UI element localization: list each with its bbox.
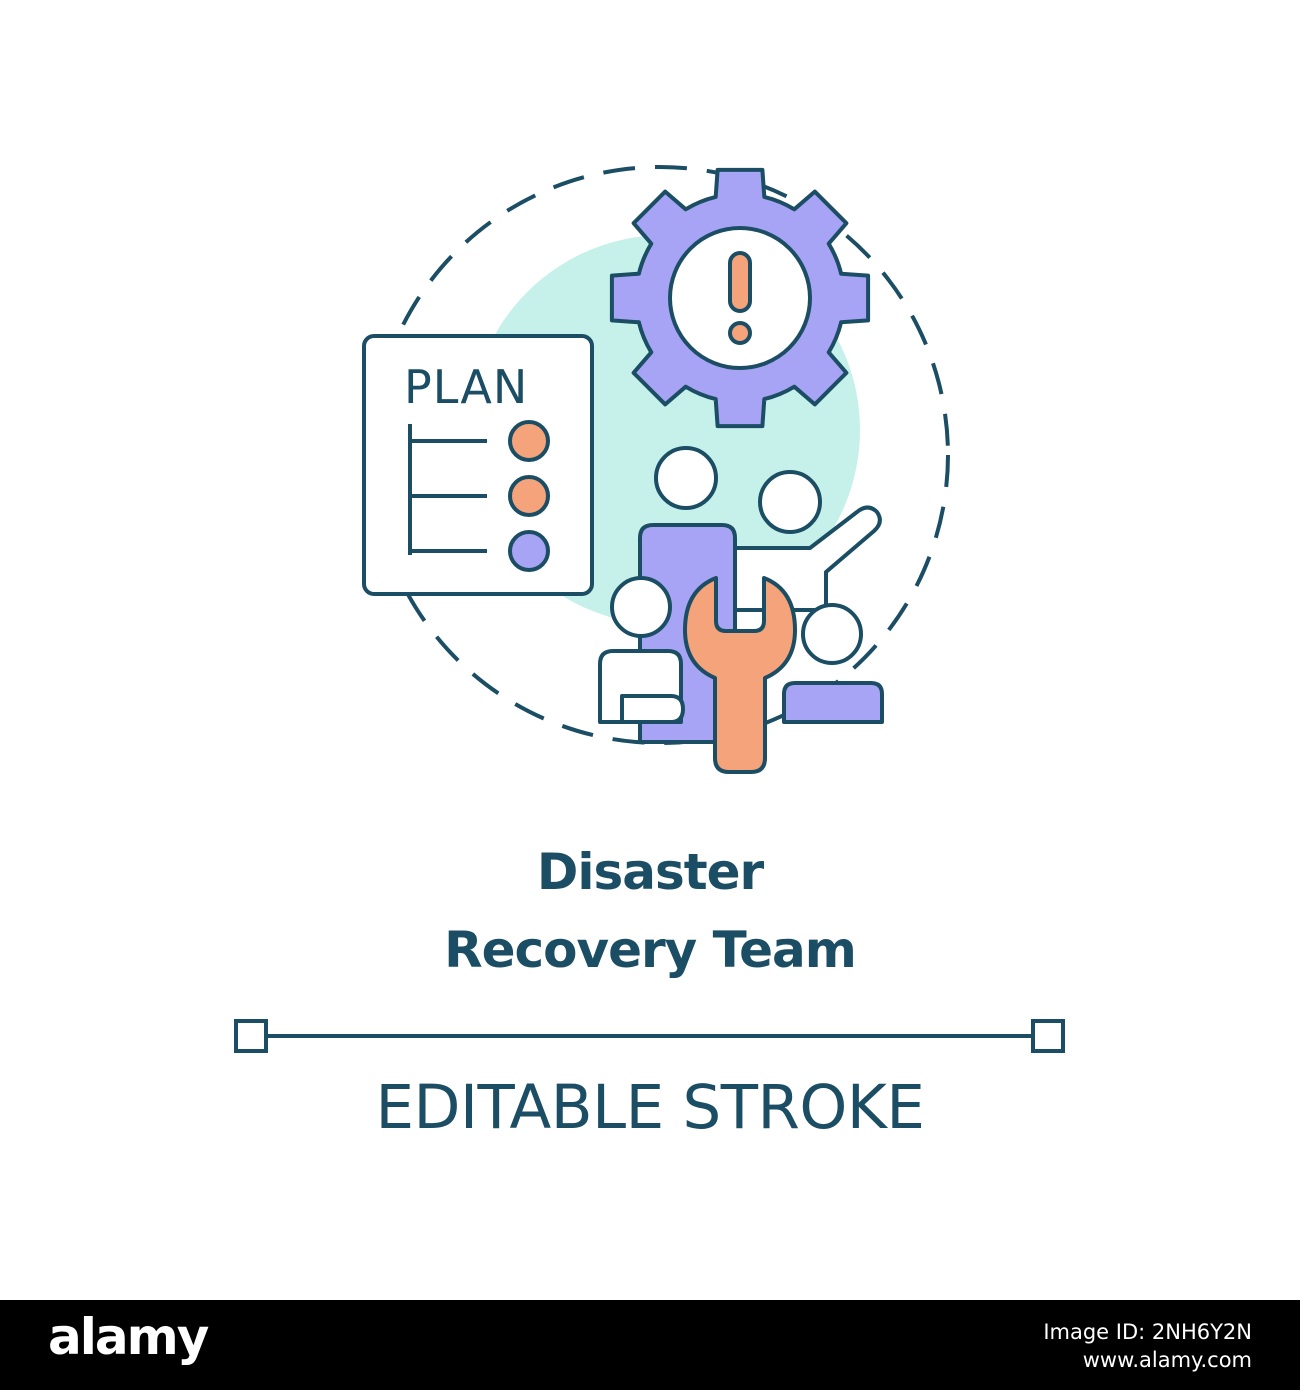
watermark-bar: alamy Image ID: 2NH6Y2N www.alamy.com	[0, 1300, 1300, 1390]
watermark-site-link[interactable]: www.alamy.com	[1082, 1348, 1252, 1372]
plan-bullet-icon	[508, 420, 550, 462]
watermark-image-id: Image ID: 2NH6Y2N	[1043, 1320, 1252, 1344]
stroke-endpoint-handle	[1031, 1019, 1065, 1053]
editable-stroke-label: EDITABLE STROKE	[375, 1072, 925, 1143]
disaster-recovery-team-icon: PLAN	[234, 165, 1065, 1053]
plan-bullet-icon	[508, 475, 550, 517]
exclamation-icon	[728, 251, 752, 345]
wrench-icon	[683, 576, 797, 774]
watermark-logo[interactable]: alamy	[48, 1308, 209, 1366]
title-line-1: Disaster	[536, 843, 764, 901]
person-icon	[598, 576, 685, 724]
image-canvas: PLAN	[234, 165, 1065, 1143]
gear-icon	[609, 167, 871, 429]
title-line-2: Recovery Team	[444, 921, 857, 979]
plan-card-icon: PLAN	[362, 334, 594, 596]
stroke-endpoint-handle	[234, 1019, 268, 1053]
plan-card-label: PLAN	[404, 360, 528, 414]
person-icon	[782, 603, 884, 724]
plan-bullet-icon	[508, 530, 550, 572]
editable-stroke-divider	[234, 1019, 1065, 1053]
